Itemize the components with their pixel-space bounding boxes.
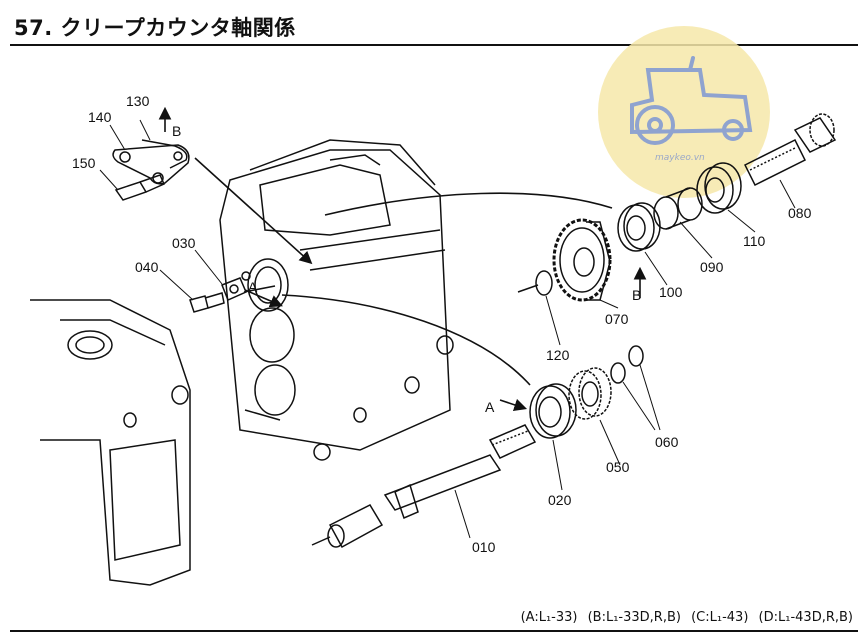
label-080: 080 (788, 205, 812, 221)
label-040: 040 (135, 259, 159, 275)
arrow-label-b-gear: B (632, 287, 641, 303)
left-casing (30, 299, 191, 586)
watermark-text: maykeo.vn (655, 153, 705, 163)
label-050: 050 (606, 459, 630, 475)
footnote-c: (C:L₁-43) (691, 610, 749, 625)
leader-lines (99, 119, 796, 539)
footnote-b: (B:L₁-33D,R,B) (587, 610, 681, 625)
bolt-040-washer-030 (189, 271, 251, 313)
transmission-housing (219, 139, 454, 461)
gear-050 (568, 367, 612, 420)
label-130: 130 (126, 93, 150, 109)
bottom-divider (10, 630, 858, 632)
label-150: 150 (72, 155, 96, 171)
footnote-a: (A:L₁-33) (520, 610, 578, 625)
snap-ring-120 (517, 270, 553, 296)
gear-070 (552, 218, 612, 302)
plate-assembly (112, 139, 190, 201)
label-070: 070 (605, 311, 629, 327)
label-030: 030 (172, 235, 196, 251)
reference-lines (158, 106, 647, 412)
label-140: 140 (88, 109, 112, 125)
label-100: 100 (659, 284, 683, 300)
model-footnote: (A:L₁-33) (B:L₁-33D,R,B) (C:L₁-43) (D:L₁… (515, 610, 853, 625)
bearing-110 (696, 162, 742, 214)
shaft-080 (743, 113, 837, 187)
footnote-d: (D:L₁-43D,R,B) (758, 610, 853, 625)
shaft-010 (311, 424, 537, 549)
arrow-label-a-housing: A (248, 279, 258, 295)
tractor-icon (630, 56, 753, 145)
sleeve-090 (653, 187, 703, 230)
label-020: 020 (548, 492, 572, 508)
label-060: 060 (655, 434, 679, 450)
page-title: 57. クリープカウンタ軸関係 (14, 16, 296, 40)
watermark-logo: maykeo.vn (598, 26, 770, 198)
bearing-020 (529, 383, 577, 439)
label-120: 120 (546, 347, 570, 363)
snap-rings-060 (610, 345, 644, 384)
watermark-circle (598, 26, 770, 198)
label-090: 090 (700, 259, 724, 275)
label-110: 110 (743, 233, 766, 249)
title-divider (10, 44, 858, 46)
label-010: 010 (472, 539, 496, 555)
arrow-label-b-top: B (172, 123, 181, 139)
arrow-label-a-main: A (485, 399, 495, 415)
